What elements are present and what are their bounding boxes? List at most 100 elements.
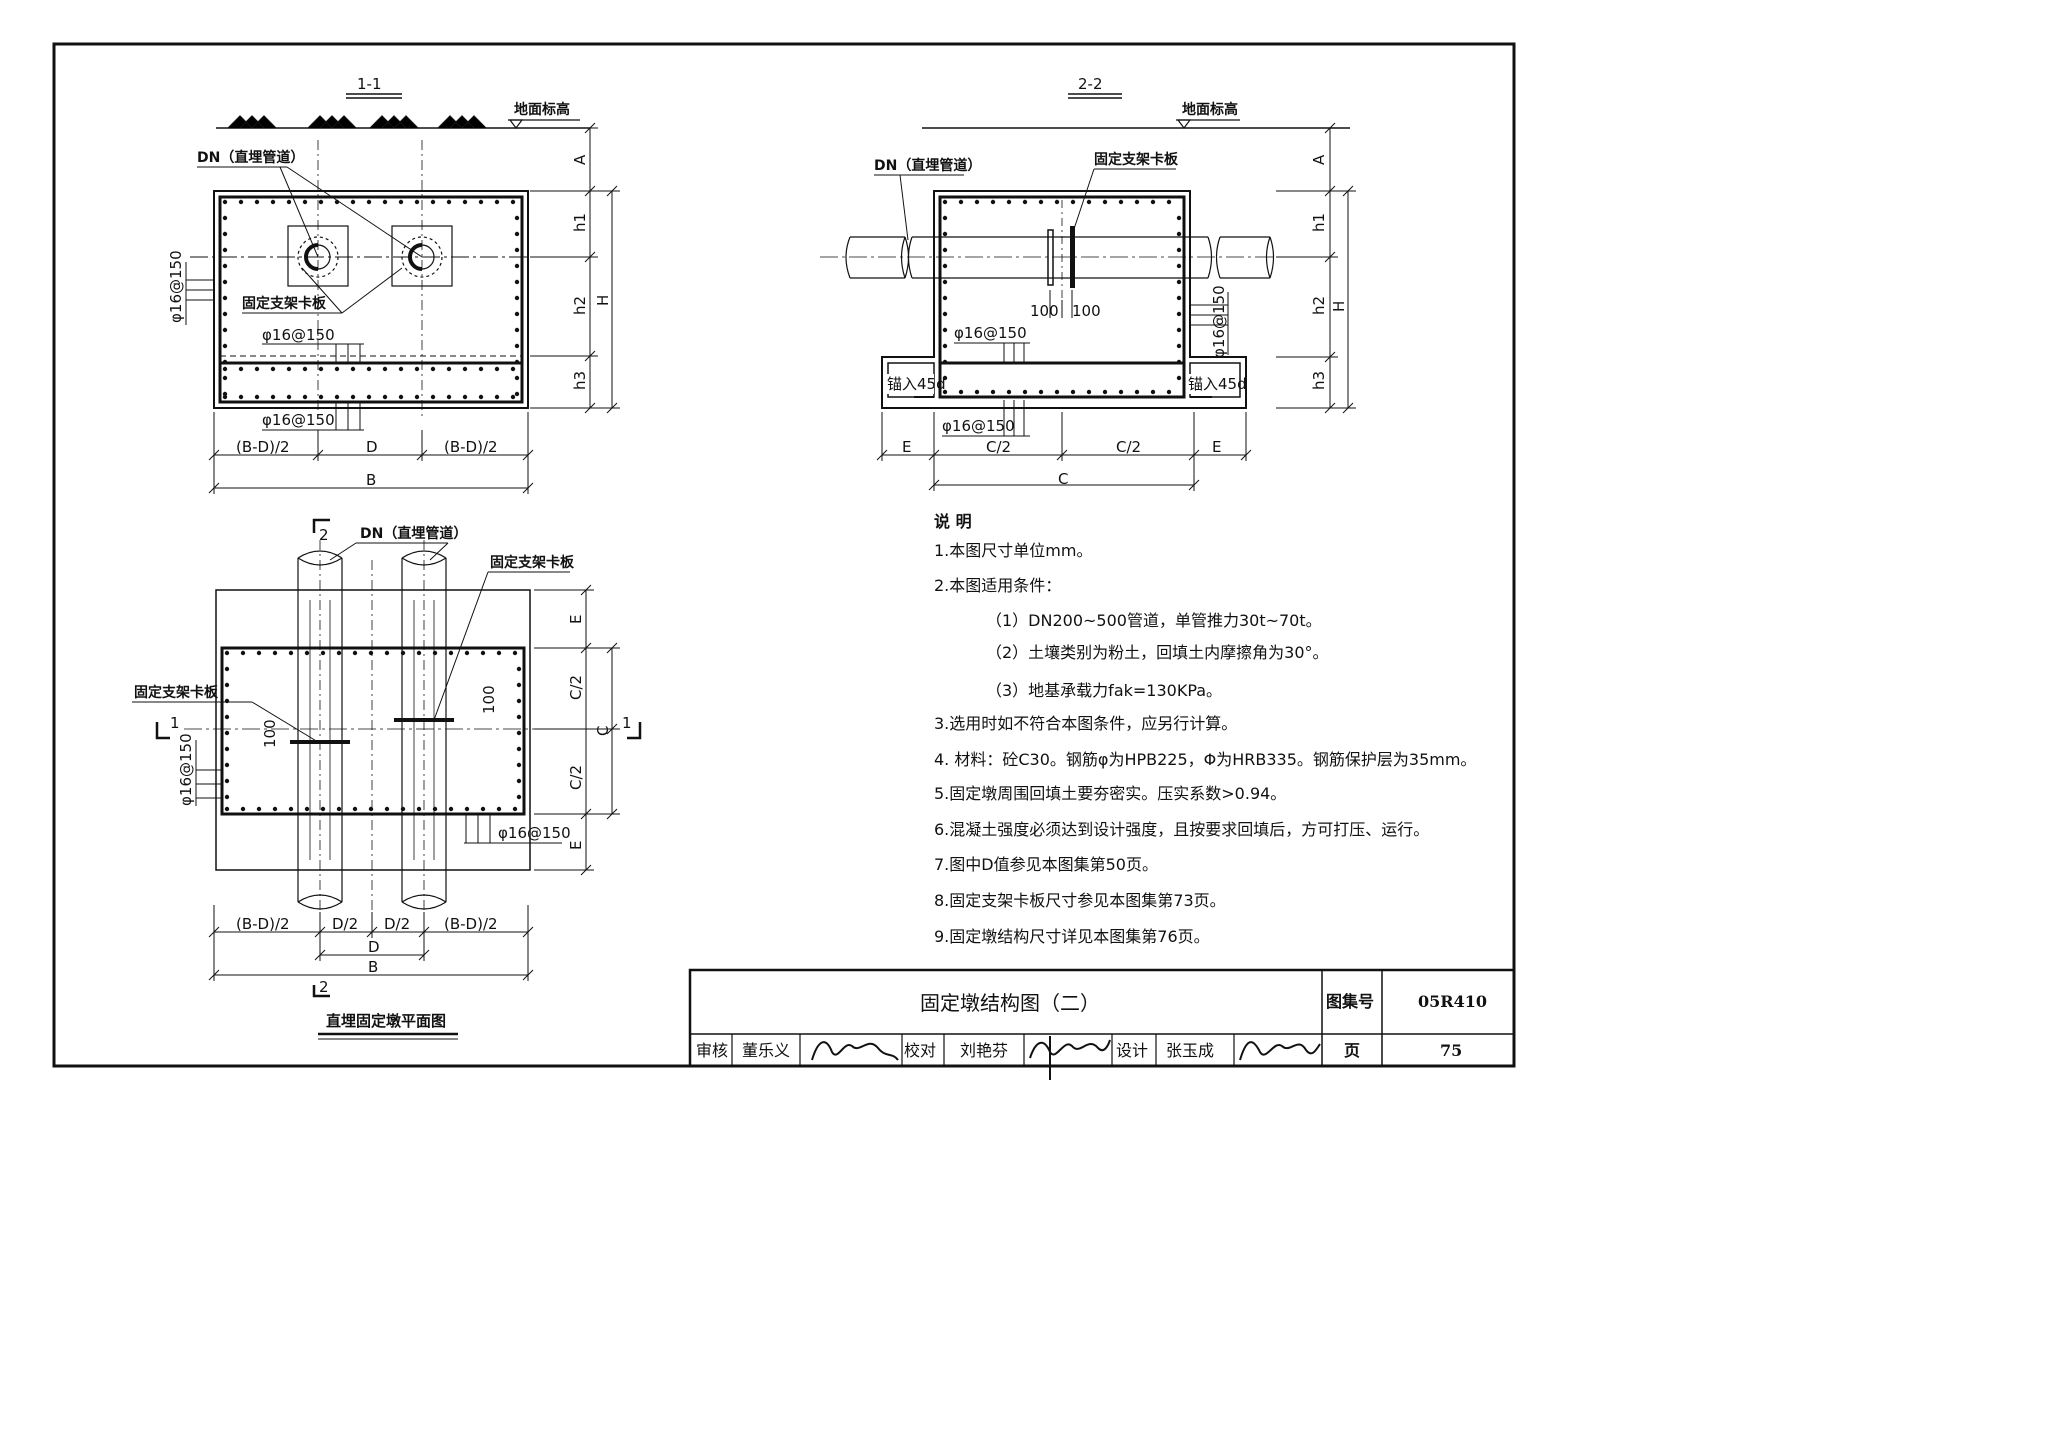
notes: 说 明 1.本图尺寸单位mm。 2.本图适用条件： （1）DN200~500管道… [934, 512, 1476, 946]
rebar-dot [480, 650, 486, 656]
checker-signature [1029, 1036, 1111, 1080]
dim-C2-right: C/2 [1116, 438, 1141, 456]
rebar-dot [958, 389, 964, 395]
rebar-dot [1022, 389, 1028, 395]
rebar-dot [224, 730, 230, 736]
rebar-dot [286, 366, 292, 372]
rebar-dot [256, 806, 262, 812]
note-item: 8.固定支架卡板尺寸参见本图集第73页。 [934, 891, 1226, 910]
rebar-dot [1176, 263, 1182, 269]
section-2-mark-bottom: 2 [319, 978, 329, 996]
rebar-dot [1134, 199, 1140, 205]
rebar-dot [990, 389, 996, 395]
rebar-dot [416, 806, 422, 812]
rebar-dot [514, 391, 520, 397]
rebar-dot [514, 215, 520, 221]
rebar-dot [942, 263, 948, 269]
rebar-dot [318, 199, 324, 205]
rebar-dot [974, 199, 980, 205]
rebar-dot [222, 215, 228, 221]
rebar-dot [1150, 389, 1156, 395]
note-item: （3）地基承载力fak=130KPa。 [986, 681, 1222, 700]
rebar-dot [382, 199, 388, 205]
rebar-dot [432, 650, 438, 656]
rebar-dot [270, 199, 276, 205]
rebar-dot [516, 730, 522, 736]
rebar-dot [510, 394, 516, 400]
rebar-dot [302, 199, 308, 205]
dim-h3: h3 [1310, 371, 1328, 390]
reviewer-signature [811, 1041, 899, 1061]
drawing-sheet: 1-1 地面标高 [52, 42, 1516, 1080]
rebar-dot [432, 806, 438, 812]
rebar-dot [222, 343, 228, 349]
rebar-dot [224, 682, 230, 688]
dim-mid: D [366, 438, 378, 456]
rebar-dot [448, 806, 454, 812]
rebar-dot [430, 394, 436, 400]
rebar-dot [318, 394, 324, 400]
plan-dim-C: C [594, 726, 612, 736]
rebar-dot [224, 698, 230, 704]
plan-footing [215, 589, 531, 871]
dim-A: A [571, 154, 589, 165]
pipe-label: DN（直埋管道） [874, 157, 981, 174]
rebar-dot [286, 394, 292, 400]
rebar-dot [254, 394, 260, 400]
note-item: 2.本图适用条件： [934, 576, 1061, 595]
rebar-dot [1038, 199, 1044, 205]
plan-dim-100-right: 100 [480, 685, 498, 714]
rebar-dot [942, 295, 948, 301]
dim-right: (B-D)/2 [444, 438, 498, 456]
rebar-dot [514, 263, 520, 269]
rebar-dot [368, 806, 374, 812]
note-item: （1）DN200~500管道，单管推力30t~70t。 [986, 611, 1322, 630]
plan-dim-d2b: D/2 [384, 915, 410, 933]
rebar-dot [430, 199, 436, 205]
rebar-dot [222, 263, 228, 269]
rebar-dot [270, 394, 276, 400]
rebar-dot [1176, 327, 1182, 333]
plan-title: 直埋固定墩平面图 [326, 1012, 446, 1030]
rebar-dot [1176, 279, 1182, 285]
rebar-dot [1070, 389, 1076, 395]
rebar-dot [512, 806, 518, 812]
page-label: 页 [1344, 1041, 1360, 1060]
rebar-dot [1006, 199, 1012, 205]
rebar-dot [514, 375, 520, 381]
rebar-dot [958, 199, 964, 205]
designer-name: 张玉成 [1166, 1041, 1214, 1060]
rebar-dot [222, 311, 228, 317]
rebar-dot [480, 806, 486, 812]
note-item: 3.选用时如不符合本图条件，应另行计算。 [934, 714, 1237, 733]
rebar-dot [514, 359, 520, 365]
plan-dim-br: (B-D)/2 [444, 915, 498, 933]
rebar-dot [222, 295, 228, 301]
rebar-dot [1176, 215, 1182, 221]
plan-view: 2 2 1 1 DN（直埋管道） 固定支架卡板 固定支架卡板 100 100 φ… [132, 518, 642, 1040]
atlas-number: 05R410 [1418, 992, 1487, 1011]
rebar-dot [478, 394, 484, 400]
rebar-dot [1102, 389, 1108, 395]
rebar-dots [942, 199, 1182, 395]
plan-dim-C2-bottom: C/2 [567, 765, 585, 790]
rebar-dot [352, 806, 358, 812]
rebar-dot [240, 806, 246, 812]
rebar-dot [1176, 359, 1182, 365]
rebar-dot [942, 389, 948, 395]
rebar-dot [462, 394, 468, 400]
section-1-mark-left: 1 [170, 714, 180, 732]
rebar-dot [942, 199, 948, 205]
rebar-mid-label: φ16@150 [262, 326, 335, 344]
dim-100-left: 100 [1030, 302, 1059, 320]
rebar-dot [382, 366, 388, 372]
rebar-dot [512, 650, 518, 656]
rebar-dot [514, 247, 520, 253]
rebar-dot [222, 199, 228, 205]
section-2-2: 2-2 地面标高 DN（直埋管道） 固定支架卡板 1 [820, 75, 1356, 491]
rebar-dot [288, 650, 294, 656]
rebar-dot [254, 199, 260, 205]
plan-dim-bl: (B-D)/2 [236, 915, 290, 933]
dim-h2: h2 [1310, 296, 1328, 315]
plate-label: 固定支架卡板 [242, 295, 327, 312]
